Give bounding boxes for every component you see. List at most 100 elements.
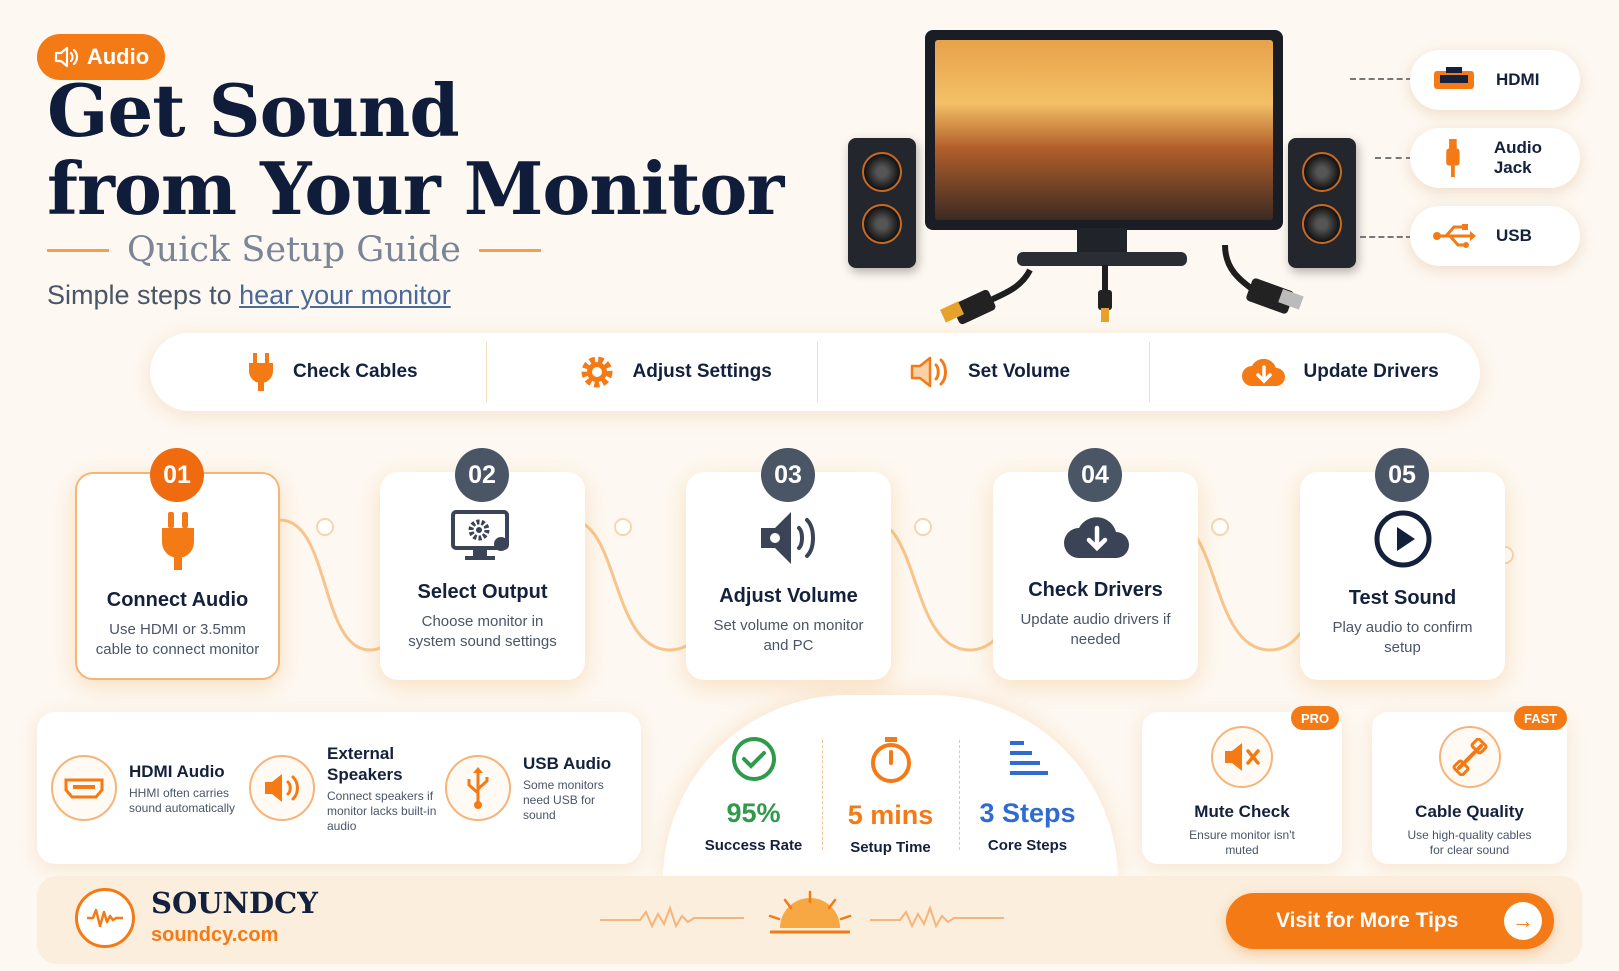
plug-icon	[249, 353, 273, 391]
left-speaker	[848, 138, 916, 268]
connector-usb[interactable]: USB	[1410, 206, 1580, 266]
step-title: Adjust Volume	[719, 585, 858, 607]
tip-icon-circle	[1438, 726, 1501, 788]
connector-line	[1350, 78, 1412, 80]
connector-hdmi[interactable]: HDMI	[1410, 50, 1580, 110]
stat-divider	[821, 740, 823, 850]
cloud-download-icon	[1241, 358, 1285, 386]
check-circle-icon	[731, 737, 776, 781]
page-title: Get Sound from Your Monitor	[47, 72, 784, 231]
connector-line	[1360, 236, 1412, 238]
stat-label: Success Rate	[704, 837, 803, 854]
stat-label: Core Steps	[987, 837, 1068, 854]
strip-label: Check Cables	[293, 361, 418, 382]
info-title: External Speakers	[327, 743, 403, 784]
pro-badge: PRO	[1291, 706, 1340, 730]
tip-mute-check[interactable]: Mute Check Ensure monitor isn't muted	[1142, 712, 1342, 864]
cta-label: Visit for More Tips	[1276, 909, 1459, 932]
step-title: Test Sound	[1348, 587, 1457, 609]
step-desc: Use HDMI or 3.5mm cable to connect monit…	[95, 621, 260, 658]
woofer	[1302, 204, 1342, 244]
step-card-3[interactable]: Adjust Volume Set volume on monitor and …	[686, 472, 891, 680]
strip-item-adjust-settings[interactable]: Adjust Settings	[487, 342, 818, 402]
info-title: USB Audio	[523, 754, 612, 773]
step-number-1: 01	[150, 448, 204, 502]
cables-illustration	[940, 244, 1304, 325]
subtitle-line-right	[479, 248, 542, 252]
step-desc: Play audio to confirm setup	[1332, 619, 1473, 656]
step-card-1[interactable]: Connect Audio Use HDMI or 3.5mm cable to…	[75, 472, 280, 680]
step-number-2: 02	[455, 448, 509, 502]
gear-icon	[581, 356, 612, 388]
monitor-illustration	[925, 30, 1283, 230]
monitor-settings-icon	[450, 510, 509, 560]
stat-value: 3 Steps	[979, 798, 1076, 828]
stat-divider	[958, 740, 960, 850]
stopwatch-icon	[870, 737, 911, 783]
arrow-right-icon: →	[1504, 902, 1542, 940]
strip-item-check-cables[interactable]: Check Cables	[150, 342, 487, 402]
info-desc: Connect speakers if monitor lacks built-…	[327, 788, 437, 833]
subtitle-line-left	[47, 248, 109, 252]
tagline-link[interactable]: hear your monitor	[239, 280, 451, 310]
step-desc: Set volume on monitor and PC	[713, 617, 864, 654]
step-card-2[interactable]: Select Output Choose monitor in system s…	[380, 472, 585, 680]
step-title: Connect Audio	[106, 589, 249, 611]
play-icon	[1374, 510, 1431, 568]
step-desc: Update audio drivers if needed	[1020, 611, 1171, 648]
tagline: Simple steps to hear your monitor	[47, 280, 451, 311]
strip-item-set-volume[interactable]: Set Volume	[818, 342, 1150, 402]
tweeter	[1302, 152, 1342, 192]
tip-icon-circle	[1211, 726, 1273, 788]
brand-logo	[75, 888, 135, 948]
step-title: Check Drivers	[1028, 579, 1163, 601]
tip-title: Mute Check	[1194, 802, 1290, 821]
stat-core-steps: 3 Steps Core Steps	[960, 735, 1096, 880]
hdmi-icon	[1434, 67, 1474, 89]
connector-label: Audio Jack	[1493, 138, 1542, 177]
step-number-4: 04	[1068, 448, 1122, 502]
tip-desc: Ensure monitor isn't muted	[1189, 828, 1295, 857]
hdmi-icon	[64, 778, 104, 799]
strip-item-update-drivers[interactable]: Update Drivers	[1150, 342, 1481, 402]
info-icon-circle	[445, 755, 511, 821]
quick-steps-strip: Check Cables Adjust Settings Set Volume …	[150, 333, 1480, 411]
monitor-stand	[1077, 228, 1127, 254]
connector-label: HDMI	[1496, 70, 1540, 89]
connector-audio-jack[interactable]: Audio Jack	[1410, 128, 1580, 188]
woofer	[862, 204, 902, 244]
visit-tips-button[interactable]: Visit for More Tips →	[1226, 893, 1554, 949]
usb-icon	[1433, 224, 1476, 248]
tweeter	[862, 152, 902, 192]
info-hdmi-audio[interactable]: HDMI Audio HHMI often carries sound auto…	[51, 712, 239, 864]
connector-label: USB	[1496, 226, 1532, 245]
speaker-icon	[760, 512, 815, 564]
step-card-5[interactable]: Test Sound Play audio to confirm setup	[1300, 472, 1505, 680]
step-number-3: 03	[761, 448, 815, 502]
brand-url[interactable]: soundcy.com	[151, 924, 279, 946]
step-card-4[interactable]: Check Drivers Update audio drivers if ne…	[993, 472, 1198, 680]
info-title: HDMI Audio	[129, 761, 225, 781]
cable-icon	[1452, 738, 1487, 776]
subtitle-row: Quick Setup Guide	[47, 230, 542, 270]
tip-cable-quality[interactable]: Cable Quality Use high-quality cables fo…	[1372, 712, 1567, 864]
info-usb-audio[interactable]: USB Audio Some monitors need USB for sou…	[445, 712, 623, 864]
mute-icon	[1225, 743, 1260, 771]
monitor-screen	[935, 40, 1273, 220]
info-icon-circle	[249, 755, 315, 821]
info-desc: HHMI often carries sound automatically	[129, 785, 236, 815]
right-speaker	[1288, 138, 1356, 268]
stats-panel: 95% Success Rate 5 mins Setup Time 3 Ste…	[663, 695, 1118, 880]
fast-badge: FAST	[1514, 706, 1568, 730]
strip-label: Set Volume	[968, 361, 1071, 382]
stat-value: 95%	[726, 798, 781, 828]
sunrise-waveform-decoration	[600, 890, 1004, 934]
speaker-icon	[265, 774, 299, 802]
info-external-speakers[interactable]: External Speakers Connect speakers if mo…	[249, 712, 437, 864]
subtitle: Quick Setup Guide	[127, 230, 462, 270]
tip-title: Cable Quality	[1415, 802, 1524, 821]
strip-label: Update Drivers	[1303, 361, 1439, 382]
title-line-2: from Your Monitor	[47, 146, 784, 231]
speaker-icon	[910, 356, 947, 388]
speaker-icon	[54, 46, 78, 68]
